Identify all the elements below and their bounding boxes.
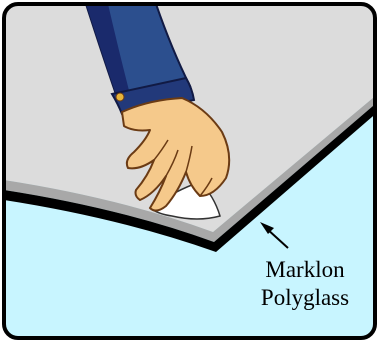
- label-polyglass: Polyglass: [236, 284, 374, 312]
- label-marklon: Marklon: [236, 256, 374, 284]
